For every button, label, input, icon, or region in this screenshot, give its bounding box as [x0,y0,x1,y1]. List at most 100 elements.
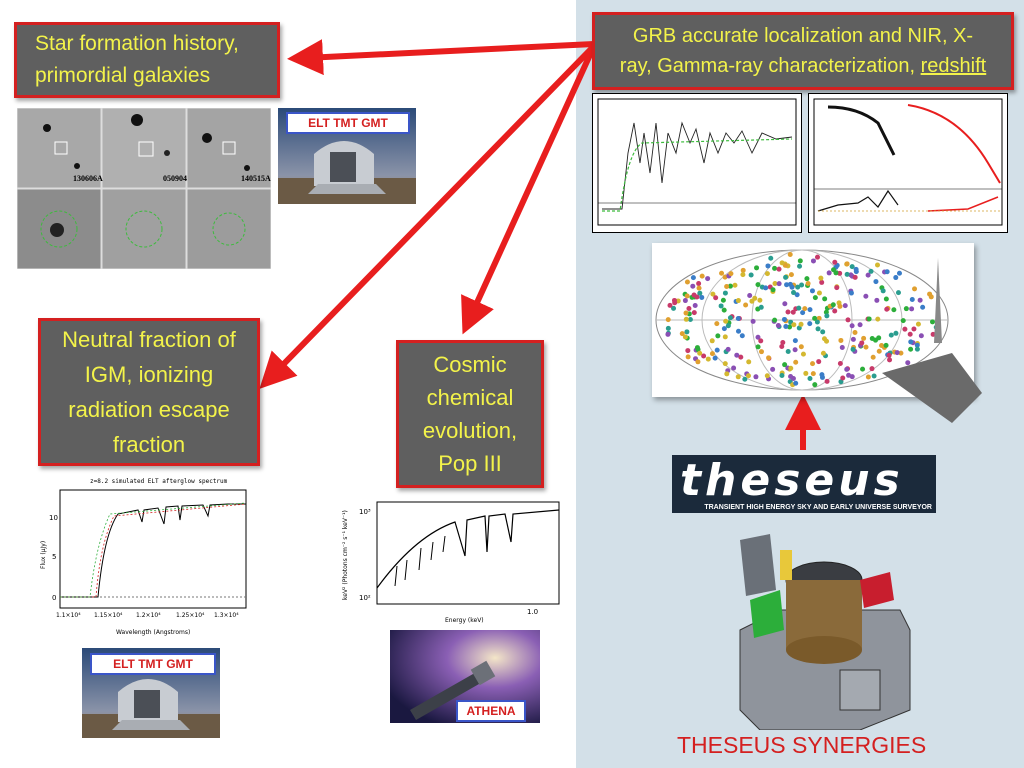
skymap-grb-dot [852,274,858,280]
skymap-grb-dot [722,361,728,367]
skymap-grb-dot [876,335,882,341]
skymap-grb-dot [820,350,826,356]
xray-ytick-1000: 10³ [359,508,371,516]
skymap-grb-dot [793,359,799,365]
skymap-grb-dot [781,316,787,322]
skymap-grb-dot [863,344,869,350]
skymap-grb-dot [800,310,806,316]
skymap-grb-dot [870,354,876,360]
grb-host-images: 130606A 050904 140515A [17,108,271,269]
skymap-grb-dot [844,261,850,267]
skymap-grb-dot [869,366,875,372]
spectrum-xtick-5: 1.3×10⁴ [214,612,239,619]
redshift-link[interactable]: redshift [920,55,987,77]
skymap-grb-dot [883,342,889,348]
skymap-grb-dot [798,321,804,327]
skymap-grb-dot [779,260,785,266]
skymap-grb-dot [715,333,721,339]
skymap-grb-dot [770,366,776,372]
skymap-grb-dot [735,298,741,304]
skymap-grb-dot [682,298,688,304]
skymap-grb-dot [914,342,920,348]
skymap-grb-dot [869,336,875,342]
skymap-grb-dot [776,281,782,287]
skymap-grb-dot [701,353,707,359]
spectrum-ytick-0: 0 [52,594,56,602]
skymap-grb-dot [816,290,822,296]
afterglow-spectrum: z=8.2 simulated ELT afterglow spectrum 0… [38,474,256,642]
skymap-grb-dot [787,324,793,330]
skymap-grb-dot [908,346,914,352]
neutral-fraction-line-3: radiation escape [68,397,230,422]
skymap-grb-dot [838,337,844,343]
star-formation-line-2: primordial galaxies [35,64,211,87]
skymap-grb-dot [849,264,855,270]
skymap-grb-dot [911,326,917,332]
skymap-grb-dot [686,305,692,311]
skymap-grb-dot [752,295,758,301]
skymap-grb-dot [879,342,885,348]
skymap-grb-dot [705,276,711,282]
skymap-grb-dot [738,354,744,360]
lightcurve-plot [808,93,1008,233]
elt-tag-bottom: ELT TMT GMT [90,653,216,675]
skymap-grb-dot [692,303,698,309]
skymap-grb-dot [887,357,893,363]
skymap-grb-dot [763,285,769,291]
grb-label-1: 130606A [73,174,103,183]
skymap-grb-dot [893,275,899,281]
skymap-grb-dot [805,281,811,287]
skymap-grb-dot [833,270,839,276]
skymap-grb-dot [815,326,821,332]
skymap-grb-dot [667,302,673,308]
skymap-grb-dot [735,374,741,380]
skymap-grb-dot [772,317,778,323]
skymap-grb-dot [803,370,809,376]
skymap-grb-dot [722,290,728,296]
skymap-grb-dot [740,272,746,278]
skymap-grb-dot [691,310,697,316]
skymap-grb-dot [765,263,771,269]
skymap-grb-dot [699,294,705,300]
grb-line-2: ray, Gamma-ray characterization, redshif… [619,55,987,77]
skymap-grb-dot [853,266,859,272]
skymap-grb-dot [810,361,816,367]
skymap-grb-dot [791,290,797,296]
skymap-grb-dot [837,360,843,366]
skymap-grb-dot [812,382,818,388]
skymap-grb-dot [788,365,794,371]
skymap-grb-dot [746,359,752,365]
skymap-grb-dot [822,296,828,302]
skymap-grb-dot [797,258,803,264]
xray-ytick-100: 10² [359,594,371,602]
spectrum-xtick-4: 1.25×10⁴ [176,612,205,619]
skymap-grb-dot [723,318,729,324]
skymap-grb-dot [772,265,778,271]
skymap-grb-dot [909,296,915,302]
skymap-grb-dot [832,259,838,265]
skymap-grb-dot [797,263,803,269]
skymap-grb-dot [842,303,848,309]
skymap-grb-dot [895,290,901,296]
skymap-grb-dot [809,288,815,294]
skymap-grb-dot [665,325,671,331]
skymap-grb-dot [837,270,843,276]
xray-ylabel: keV² (Photons cm⁻² s⁻¹ keV⁻¹) [342,510,349,600]
skymap-grb-dot [747,293,753,299]
skymap-grb-dot [779,344,785,350]
skymap-grb-dot [839,345,845,351]
skymap-grb-dot [684,329,690,335]
skymap-grb-dot [810,371,816,377]
skymap-grb-dot [819,279,825,285]
skymap-grb-dot [709,351,715,357]
skymap-grb-dot [871,373,877,379]
skymap-grb-dot [794,292,800,298]
skymap-grb-dot [718,303,724,309]
skymap-grb-dot [830,302,836,308]
cosmic-chem-line-2: chemical [426,385,514,410]
skymap-grb-dot [683,310,689,316]
skymap-grb-dot [880,288,886,294]
skymap-grb-dot [840,375,846,381]
grb-label-2: 050904 [163,174,187,183]
